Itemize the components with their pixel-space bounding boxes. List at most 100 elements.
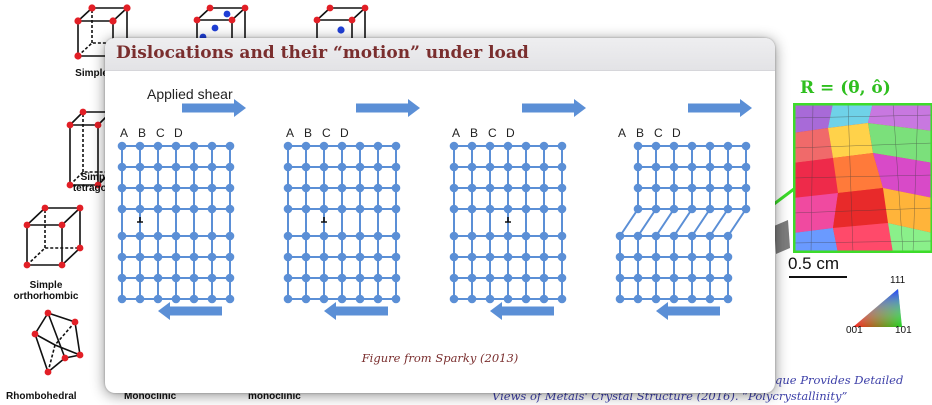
popup-header: Dislocations and their “motion” under lo… bbox=[105, 38, 775, 71]
lattice-node bbox=[723, 273, 733, 283]
lattice-node bbox=[521, 273, 531, 283]
lattice-node bbox=[153, 162, 163, 172]
column-letter: A bbox=[452, 126, 460, 140]
lattice-node bbox=[135, 294, 145, 304]
lattice-node bbox=[723, 204, 733, 214]
lattice-node bbox=[705, 231, 715, 241]
lattice-node bbox=[153, 231, 163, 241]
shear-arrow-right bbox=[356, 99, 420, 117]
lattice-node bbox=[225, 141, 235, 151]
figure-caption: Figure from Sparky (2013) bbox=[361, 351, 519, 365]
ipf-corner-001: 001 bbox=[846, 325, 863, 336]
popup-title: Dislocations and their “motion” under lo… bbox=[116, 43, 529, 63]
lattice-node bbox=[355, 162, 365, 172]
lattice-node bbox=[741, 183, 751, 193]
lattice-node bbox=[503, 141, 513, 151]
lattice-node bbox=[135, 252, 145, 262]
lattice-node bbox=[135, 162, 145, 172]
ipf-corner-111: 111 bbox=[890, 275, 906, 286]
column-letter: D bbox=[506, 126, 515, 140]
lattice-node bbox=[355, 204, 365, 214]
lattice-node bbox=[521, 204, 531, 214]
lattice-node bbox=[117, 231, 127, 241]
lattice-node bbox=[633, 141, 643, 151]
citation-line-1: que Provides Detailed bbox=[775, 373, 904, 387]
lattice-node bbox=[391, 204, 401, 214]
lattice-node bbox=[669, 252, 679, 262]
lattice-node bbox=[467, 162, 477, 172]
lattice-node bbox=[117, 162, 127, 172]
lattice-node bbox=[301, 183, 311, 193]
lattice-node bbox=[633, 294, 643, 304]
lattice-node bbox=[301, 141, 311, 151]
lattice-node bbox=[669, 183, 679, 193]
lattice-node bbox=[705, 252, 715, 262]
lattice-node bbox=[319, 231, 329, 241]
column-letter: B bbox=[636, 126, 644, 140]
lattice-node bbox=[539, 252, 549, 262]
lattice-node bbox=[355, 294, 365, 304]
lattice-node bbox=[449, 252, 459, 262]
lattice-node bbox=[467, 204, 477, 214]
lattice-node bbox=[337, 273, 347, 283]
lattice-node bbox=[391, 231, 401, 241]
lattice-label-base-monoclinic: monoclinic bbox=[248, 391, 301, 402]
lattice-label-simple-tetragonal: Simple tetragonal bbox=[72, 172, 122, 194]
lattice-node bbox=[171, 183, 181, 193]
lattice-node bbox=[189, 294, 199, 304]
lattice-node bbox=[189, 183, 199, 193]
lattice-node bbox=[207, 141, 217, 151]
lattice-node bbox=[449, 204, 459, 214]
lattice-node bbox=[539, 294, 549, 304]
orientation-formula: R = (θ, ô) bbox=[800, 78, 891, 98]
shear-arrow-right bbox=[182, 99, 246, 117]
column-letter: C bbox=[654, 126, 663, 140]
lattice-node bbox=[503, 231, 513, 241]
lattice-node bbox=[391, 273, 401, 283]
lattice-node bbox=[557, 252, 567, 262]
lattice-node bbox=[539, 204, 549, 214]
lattice-node bbox=[449, 273, 459, 283]
lattice-node bbox=[337, 141, 347, 151]
lattice-node bbox=[171, 231, 181, 241]
lattice-node bbox=[135, 204, 145, 214]
lattice-node bbox=[153, 204, 163, 214]
lattice-node bbox=[723, 183, 733, 193]
lattice-node bbox=[301, 162, 311, 172]
shear-arrow-right bbox=[688, 99, 752, 117]
lattice-node bbox=[283, 294, 293, 304]
lattice-node bbox=[449, 294, 459, 304]
lattice-node bbox=[449, 141, 459, 151]
lattice-node bbox=[189, 273, 199, 283]
column-letter: B bbox=[138, 126, 146, 140]
lattice-node bbox=[117, 273, 127, 283]
lattice-node bbox=[117, 204, 127, 214]
lattice-node bbox=[615, 273, 625, 283]
lattice-node bbox=[615, 252, 625, 262]
lattice-node bbox=[283, 204, 293, 214]
lattice-node bbox=[117, 141, 127, 151]
lattice-node bbox=[117, 252, 127, 262]
lattice-node bbox=[153, 294, 163, 304]
shear-arrow-right bbox=[522, 99, 586, 117]
lattice-node bbox=[189, 204, 199, 214]
lattice-node bbox=[319, 273, 329, 283]
lattice-node bbox=[225, 162, 235, 172]
lattice-node bbox=[503, 294, 513, 304]
lattice-node bbox=[651, 231, 661, 241]
lattice-node bbox=[687, 273, 697, 283]
lattice-node bbox=[503, 183, 513, 193]
column-letter: B bbox=[470, 126, 478, 140]
lattice-node bbox=[633, 252, 643, 262]
lattice-node bbox=[153, 273, 163, 283]
lattice-node bbox=[557, 204, 567, 214]
lattice-node bbox=[485, 294, 495, 304]
dislocation-popup: Dislocations and their “motion” under lo… bbox=[105, 38, 775, 393]
lattice-node bbox=[687, 162, 697, 172]
lattice-node bbox=[615, 231, 625, 241]
lattice-node bbox=[355, 231, 365, 241]
lattice-node bbox=[337, 183, 347, 193]
lattice-node bbox=[207, 273, 217, 283]
